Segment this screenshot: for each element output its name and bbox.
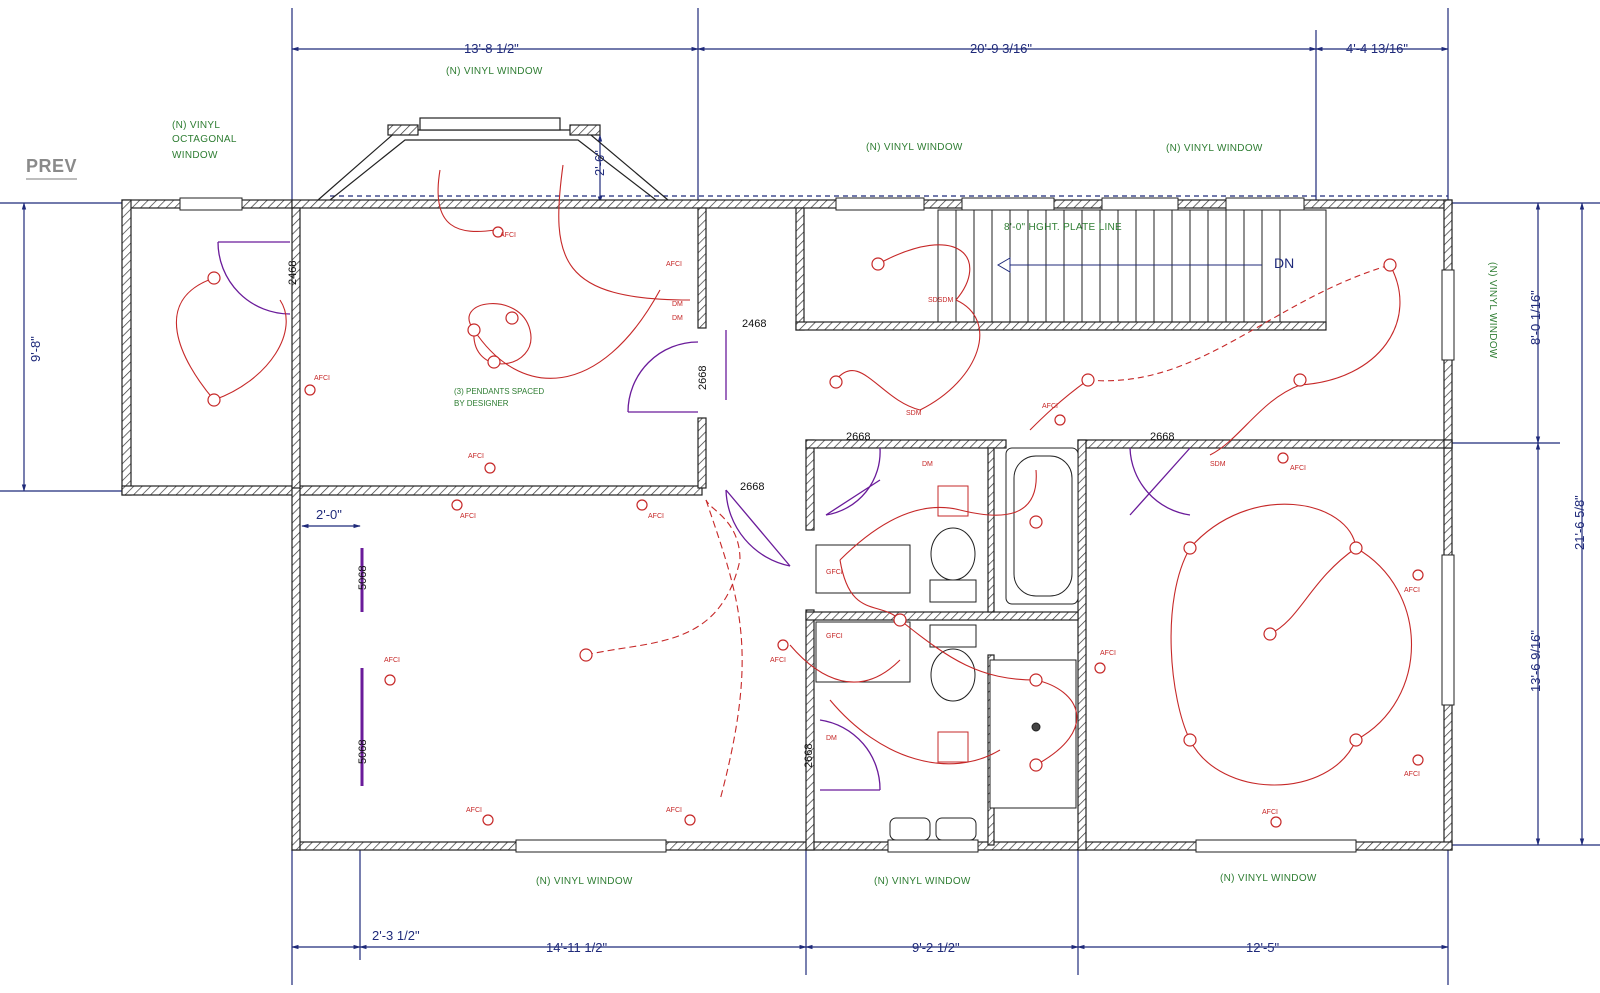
afci-label: AFCI — [500, 232, 516, 239]
sdm-label: SDM — [906, 410, 922, 417]
bottom-left-window-label: (N) VINYL WINDOW — [536, 876, 633, 887]
electrical-wiring — [175, 164, 1412, 801]
plan-notes: 8'-0" HGHT. PLATE LINE (3) PENDANTS SPAC… — [454, 222, 1294, 408]
gfci-label: GFCI — [826, 633, 843, 640]
dim-bottom-1: 2'-3 1/2" — [372, 928, 420, 943]
octagonal-window-label-2: OCTAGONAL — [172, 134, 237, 145]
dim-top-right: 4'-4 13/16" — [1346, 41, 1408, 56]
dm-label: DM — [672, 315, 683, 322]
top-center-window-label: (N) VINYL WINDOW — [866, 142, 963, 153]
door-label-d1: 2468 — [287, 261, 299, 285]
sd-sdm-label: SDSDM — [928, 297, 953, 304]
door-swings — [217, 241, 1191, 791]
bottom-mid-window-label: (N) VINYL WINDOW — [874, 876, 971, 887]
afci-label: AFCI — [770, 657, 786, 664]
afci-label: AFCI — [1404, 587, 1420, 594]
afci-label: AFCI — [1262, 809, 1278, 816]
door-label-d4: 2668 — [1150, 431, 1174, 443]
dm-label: DM — [922, 461, 933, 468]
afci-label: AFCI — [384, 657, 400, 664]
staircase — [937, 209, 1327, 323]
bottom-right-window-label: (N) VINYL WINDOW — [1220, 873, 1317, 884]
bay-window-label: (N) VINYL WINDOW — [446, 66, 543, 77]
gfci-label: GFCI — [826, 569, 843, 576]
right-side-window-label: (N) VINYL WINDOW — [1487, 262, 1498, 359]
bay-window — [317, 117, 669, 201]
afci-label: AFCI — [314, 375, 330, 382]
dimension-lines — [0, 8, 1600, 985]
dm-label: DM — [672, 301, 683, 308]
door-label-d5: 2668 — [740, 481, 764, 493]
walls — [121, 199, 1453, 851]
afci-label: AFCI — [1100, 650, 1116, 657]
dim-bottom-3: 9'-2 1/2" — [912, 940, 960, 955]
closet-label-1: 5068 — [357, 566, 369, 590]
octagonal-window-label-3: WINDOW — [172, 150, 218, 161]
afci-label: AFCI — [468, 453, 484, 460]
afci-label: AFCI — [648, 513, 664, 520]
light-fixtures — [207, 226, 1424, 828]
closet-label-2: 5068 — [357, 740, 369, 764]
dm-label: DM — [826, 735, 837, 742]
electrical-labels: AFCI AFCI AFCI AFCI AFCI AFCI AFCI AFCI … — [314, 232, 1420, 816]
dim-bottom-4: 12'-5" — [1246, 940, 1280, 955]
sdm-label: SDM — [1210, 461, 1226, 468]
dim-right-upper: 8'-0 1/16" — [1528, 290, 1543, 345]
door-labels: 2468 2468 2668 2668 2668 2668 2668 5068 … — [287, 261, 1174, 768]
afci-label: AFCI — [460, 513, 476, 520]
prev-button[interactable]: PREV — [26, 156, 78, 180]
bath-fixtures — [815, 447, 1079, 841]
dim-top-left: 13'-8 1/2" — [464, 41, 519, 56]
afci-label: AFCI — [666, 261, 682, 268]
afci-label: AFCI — [1042, 403, 1058, 410]
door-label-d8: 2668 — [803, 744, 815, 768]
afci-label: AFCI — [666, 807, 682, 814]
afci-label: AFCI — [1290, 465, 1306, 472]
stair-down-label: DN — [1274, 255, 1294, 271]
door-label-d7: 2468 — [742, 318, 766, 330]
dim-bay-depth: 2'-6" — [592, 150, 607, 176]
afci-label: AFCI — [1404, 771, 1420, 778]
door-label-d3: 2668 — [846, 431, 870, 443]
dim-left: 9'-8" — [28, 336, 43, 362]
pendants-note-2: BY DESIGNER — [454, 399, 509, 408]
dim-bottom-2: 14'-11 1/2" — [546, 940, 607, 955]
pendants-note-1: (3) PENDANTS SPACED — [454, 387, 544, 396]
top-right-window-label: (N) VINYL WINDOW — [1166, 143, 1263, 154]
dimension-text: 13'-8 1/2" 20'-9 3/16" 4'-4 13/16" 9'-8"… — [28, 41, 1587, 955]
window-openings — [179, 197, 1455, 853]
plate-line-note: 8'-0" HGHT. PLATE LINE — [1004, 222, 1122, 233]
octagonal-window-label-1: (N) VINYL — [172, 120, 220, 131]
dim-right-total: 21'-6 5/8" — [1572, 495, 1587, 550]
dim-right-lower: 13'-6 9/16" — [1528, 630, 1543, 692]
window-labels: (N) VINYL OCTAGONAL WINDOW (N) VINYL WIN… — [172, 66, 1498, 887]
dim-top-mid: 20'-9 3/16" — [970, 41, 1032, 56]
dim-closet-width: 2'-0" — [316, 507, 342, 522]
door-label-d2: 2668 — [697, 366, 709, 390]
afci-label: AFCI — [466, 807, 482, 814]
